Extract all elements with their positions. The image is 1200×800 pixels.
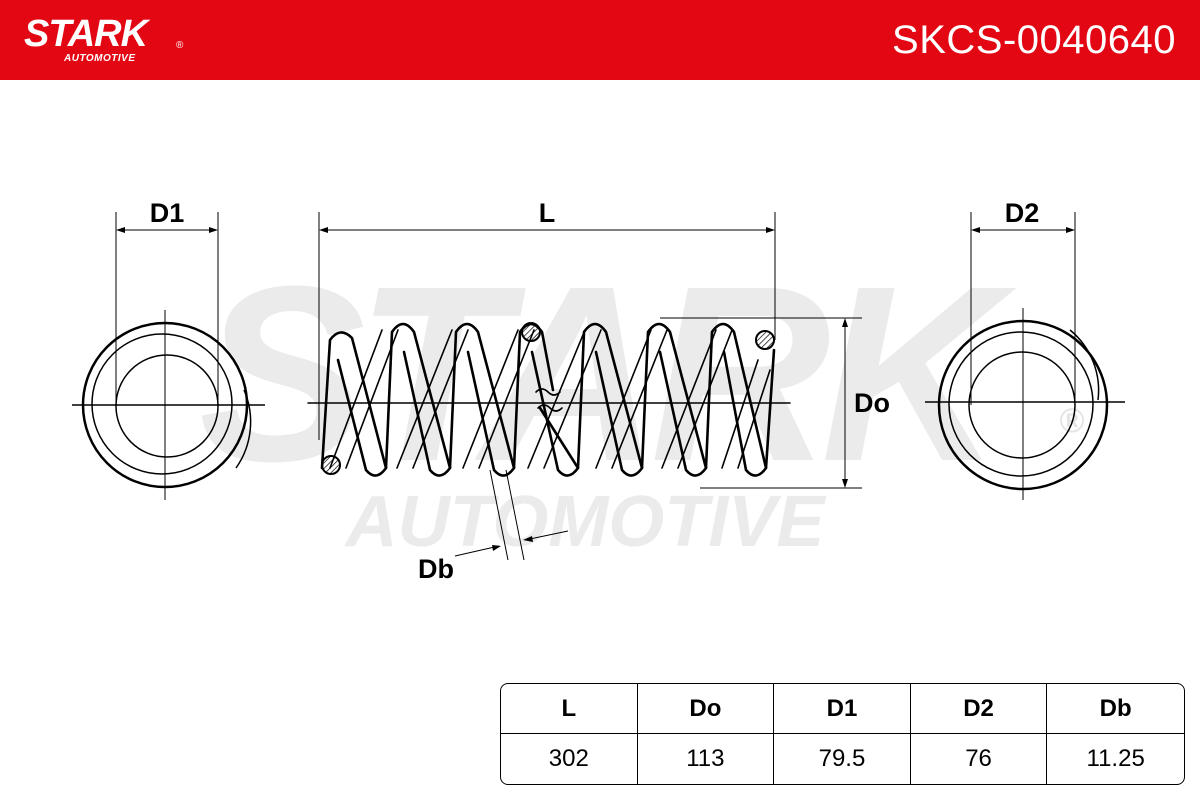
back-coil-1 (329, 329, 399, 469)
stark-logo: STARK ® AUTOMOTIVE (24, 14, 194, 70)
spring-front-coils (320, 322, 776, 477)
front-coil-7 (704, 322, 768, 477)
db-label: Db (418, 554, 454, 584)
header-d2: D2 (910, 684, 1048, 734)
back-coil-2 (396, 329, 469, 469)
logo-subtitle: AUTOMOTIVE (64, 53, 136, 64)
d2-label: D2 (1005, 198, 1040, 228)
db-extension-1 (489, 469, 509, 561)
value-d2: 76 (911, 734, 1048, 784)
spring-drawing: STARK AUTOMOTIVE ® D1 (0, 80, 1200, 680)
length-label: L (539, 198, 556, 228)
wire-section-top-right (755, 330, 775, 350)
header-l: L (501, 684, 638, 734)
db-dimension (454, 469, 569, 561)
end-view-left (72, 212, 265, 500)
part-number: SKCS-0040640 (892, 18, 1176, 62)
value-l: 302 (501, 734, 638, 784)
wire-section-bottom-left (321, 455, 341, 475)
spec-table-value-row: 302 113 79.5 76 11.25 (501, 734, 1184, 784)
db-leader-left (454, 545, 500, 557)
spring-diagram: STARK AUTOMOTIVE ® D1 (72, 198, 1125, 584)
front-coil-2 (384, 322, 452, 477)
header-db: Db (1047, 684, 1184, 734)
spring-side-view (307, 322, 791, 477)
end-view-right (925, 212, 1125, 500)
right-coil-end (1069, 329, 1100, 401)
d1-label: D1 (150, 198, 185, 228)
do-label: Do (854, 388, 890, 418)
value-db: 11.25 (1086, 745, 1145, 772)
left-coil-end (235, 389, 252, 469)
spec-table-header-row: L Do D1 D2 Db (501, 684, 1184, 734)
length-dimension (318, 212, 776, 440)
right-coil-circle (948, 331, 1094, 477)
break-symbol (535, 388, 563, 412)
logo-brand-text: STARK (24, 13, 148, 55)
db-extension-2 (505, 469, 525, 561)
spec-table: L Do D1 D2 Db 302 113 79.5 76 11.25 (500, 683, 1185, 785)
front-coil-6 (640, 322, 708, 477)
front-coil-3 (448, 322, 516, 477)
db-arrowheads (492, 536, 533, 551)
do-dimension (660, 317, 862, 489)
header-d1: D1 (774, 684, 911, 734)
header-do: Do (637, 684, 775, 734)
left-inner-circle (115, 354, 219, 458)
front-coil-end (764, 348, 776, 470)
header-bar: STARK ® AUTOMOTIVE SKCS-0040640 (0, 0, 1200, 80)
watermark-subtitle: AUTOMOTIVE (344, 482, 827, 562)
watermark: STARK AUTOMOTIVE ® (199, 234, 1085, 562)
front-coil-5 (576, 322, 644, 477)
value-do: 113 (638, 734, 775, 784)
watermark-brand: STARK (199, 234, 1017, 513)
value-d1: 79.5 (774, 734, 911, 784)
logo-registered-mark: ® (176, 40, 184, 51)
wire-section-top-middle (521, 322, 541, 342)
left-coil-circle (91, 333, 233, 475)
